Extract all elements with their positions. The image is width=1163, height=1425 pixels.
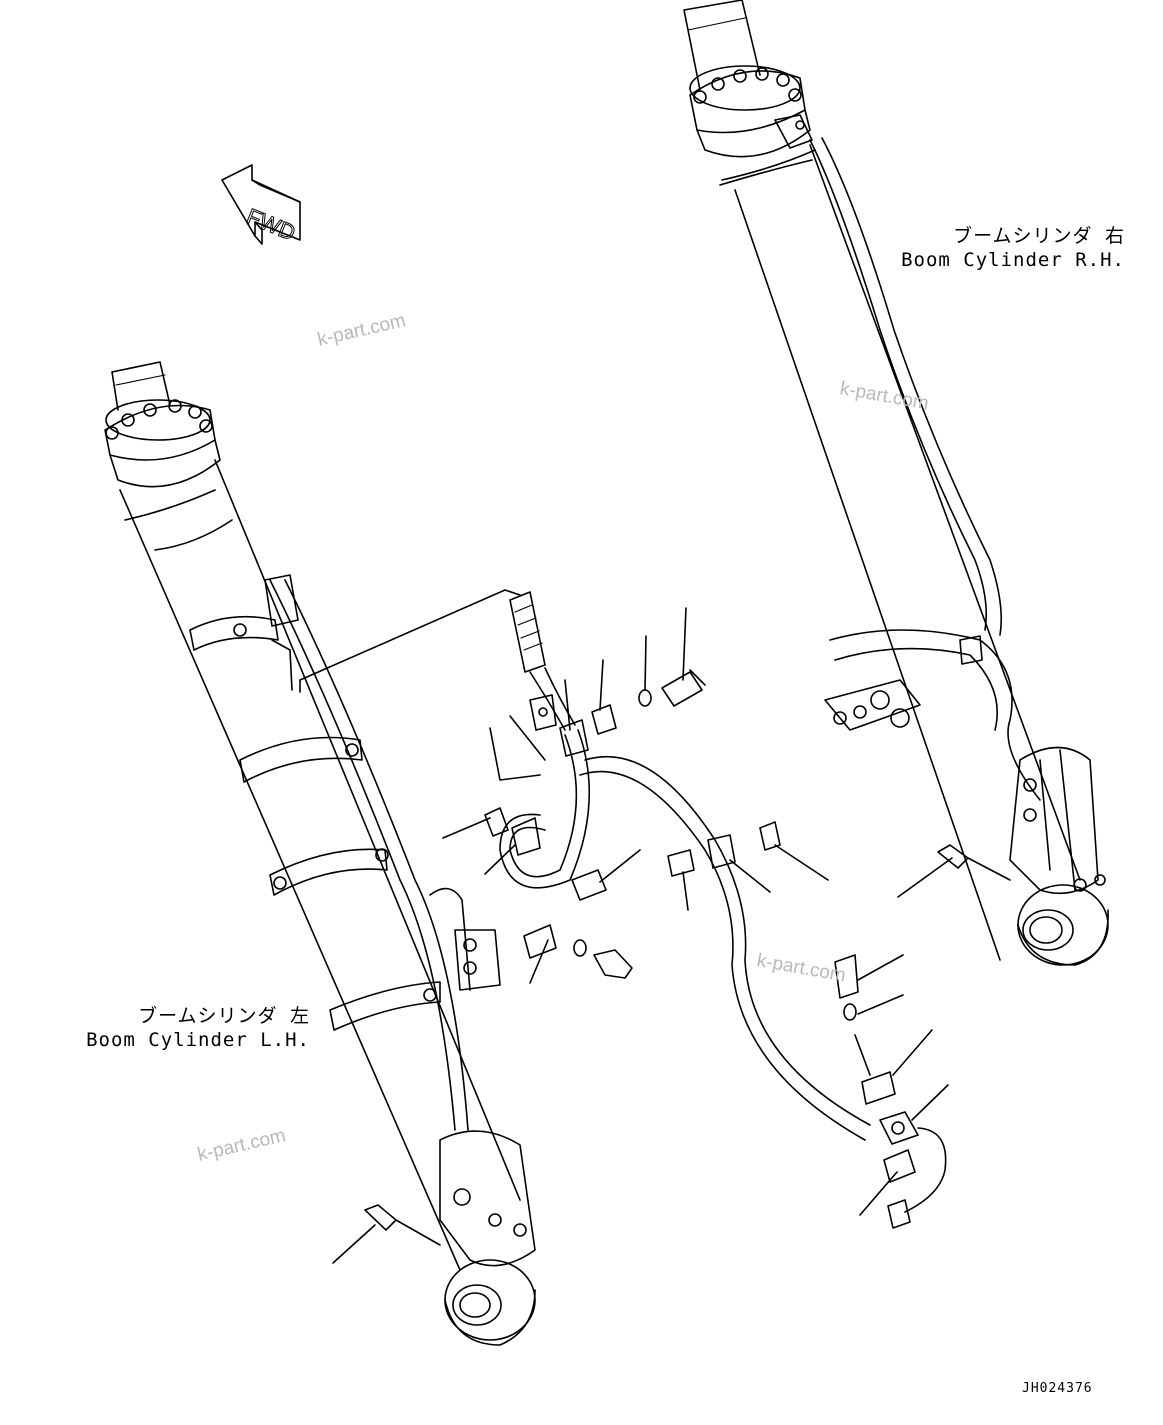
right-cylinder-label-jp: ブームシリンダ 右 [953, 225, 1125, 247]
right-cylinder-label: ブームシリンダ 右 Boom Cylinder R.H. [893, 224, 1125, 272]
fwd-arrow-icon: FWD [221, 164, 301, 246]
left-head-bolts [105, 399, 213, 440]
left-cylinder-label-en: Boom Cylinder L.H. [86, 1029, 310, 1051]
drawing-code: JH024376 [1022, 1381, 1093, 1396]
left-cylinder-label-jp: ブームシリンダ 左 [138, 1005, 310, 1027]
left-cylinder-label: ブームシリンダ 左 Boom Cylinder L.H. [78, 1004, 310, 1052]
boom-cylinder-right [683, 0, 1109, 966]
right-cylinder-label-en: Boom Cylinder R.H. [901, 249, 1125, 271]
fwd-arrow-label: FWD [243, 203, 299, 245]
leader-lines [332, 607, 953, 1264]
boom-cylinder-left [104, 361, 536, 1346]
sensor-harness [299, 589, 947, 1229]
head-bolts [693, 67, 802, 104]
